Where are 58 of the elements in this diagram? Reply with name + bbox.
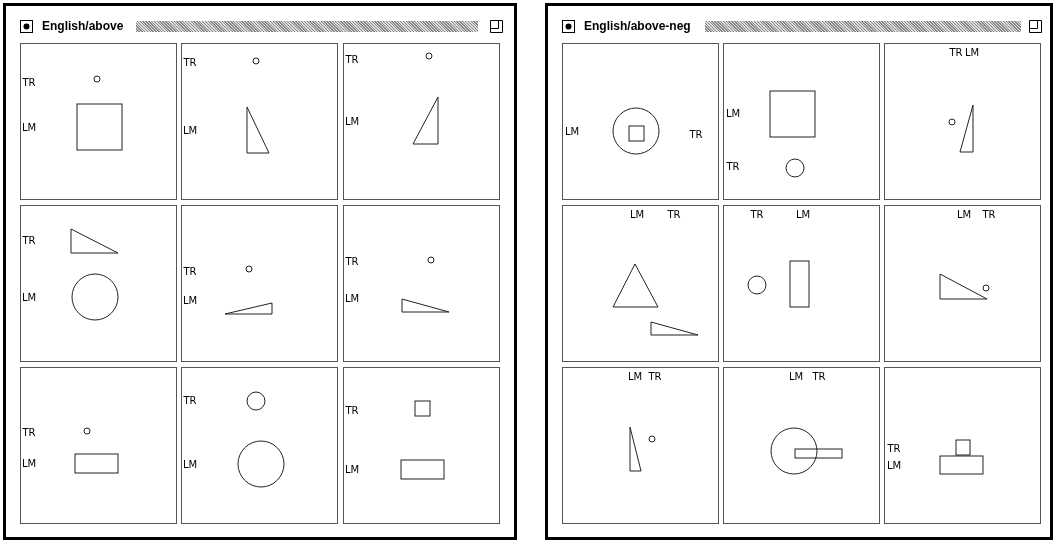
panel-frame bbox=[20, 205, 177, 362]
panel-label: TR bbox=[982, 210, 996, 220]
panel-frame bbox=[181, 367, 338, 524]
panel-label: TR bbox=[345, 406, 359, 416]
panel-frame bbox=[343, 205, 500, 362]
panel-label: LM bbox=[964, 48, 980, 58]
panel-label: TR bbox=[183, 267, 197, 277]
panel-label: LM bbox=[344, 117, 360, 127]
panel-frame bbox=[181, 43, 338, 200]
panel-frame bbox=[343, 43, 500, 200]
panel-label: TR bbox=[750, 210, 764, 220]
panel-label: LM bbox=[795, 210, 811, 220]
panel-frame bbox=[884, 43, 1041, 200]
panel-label: TR bbox=[667, 210, 681, 220]
panel-label: TR bbox=[345, 257, 359, 267]
panel-label: TR bbox=[648, 372, 662, 382]
panel-label: LM bbox=[564, 127, 580, 137]
panel-frame bbox=[562, 367, 719, 524]
panel-frame bbox=[562, 205, 719, 362]
window-title: English/above-neg bbox=[584, 19, 691, 33]
window-title: English/above bbox=[42, 19, 124, 33]
panel-label: LM bbox=[725, 109, 741, 119]
panel-frame bbox=[562, 43, 719, 200]
panel-label: LM bbox=[21, 293, 37, 303]
panel-label: LM bbox=[182, 460, 198, 470]
panel-label: LM bbox=[21, 459, 37, 469]
panel-label: TR bbox=[812, 372, 826, 382]
panel-frame bbox=[884, 367, 1041, 524]
panel-label: TR bbox=[689, 130, 703, 140]
panel-label: LM bbox=[956, 210, 972, 220]
panel-label: LM bbox=[182, 126, 198, 136]
panel-label: LM bbox=[344, 465, 360, 475]
panel-frame bbox=[181, 205, 338, 362]
panel-frame bbox=[723, 205, 880, 362]
panel-label: LM bbox=[629, 210, 645, 220]
panel-label: LM bbox=[344, 294, 360, 304]
panel-label: TR bbox=[183, 58, 197, 68]
panel-label: LM bbox=[886, 461, 902, 471]
panel-frame bbox=[723, 43, 880, 200]
panel-frame bbox=[723, 367, 880, 524]
window-frame bbox=[545, 3, 1053, 540]
panel-label: TR bbox=[949, 48, 963, 58]
panel-label: LM bbox=[21, 123, 37, 133]
panel-label: TR bbox=[22, 78, 36, 88]
panel-label: TR bbox=[726, 162, 740, 172]
panel-label: TR bbox=[887, 444, 901, 454]
panel-frame bbox=[20, 367, 177, 524]
panel-label: TR bbox=[183, 396, 197, 406]
panel-frame bbox=[20, 43, 177, 200]
panel-label: LM bbox=[182, 296, 198, 306]
panel-frame bbox=[884, 205, 1041, 362]
panel-label: TR bbox=[345, 55, 359, 65]
window-frame bbox=[3, 3, 517, 540]
panel-label: LM bbox=[627, 372, 643, 382]
panel-label: TR bbox=[22, 236, 36, 246]
panel-label: TR bbox=[22, 428, 36, 438]
panel-label: LM bbox=[788, 372, 804, 382]
panel-frame bbox=[343, 367, 500, 524]
